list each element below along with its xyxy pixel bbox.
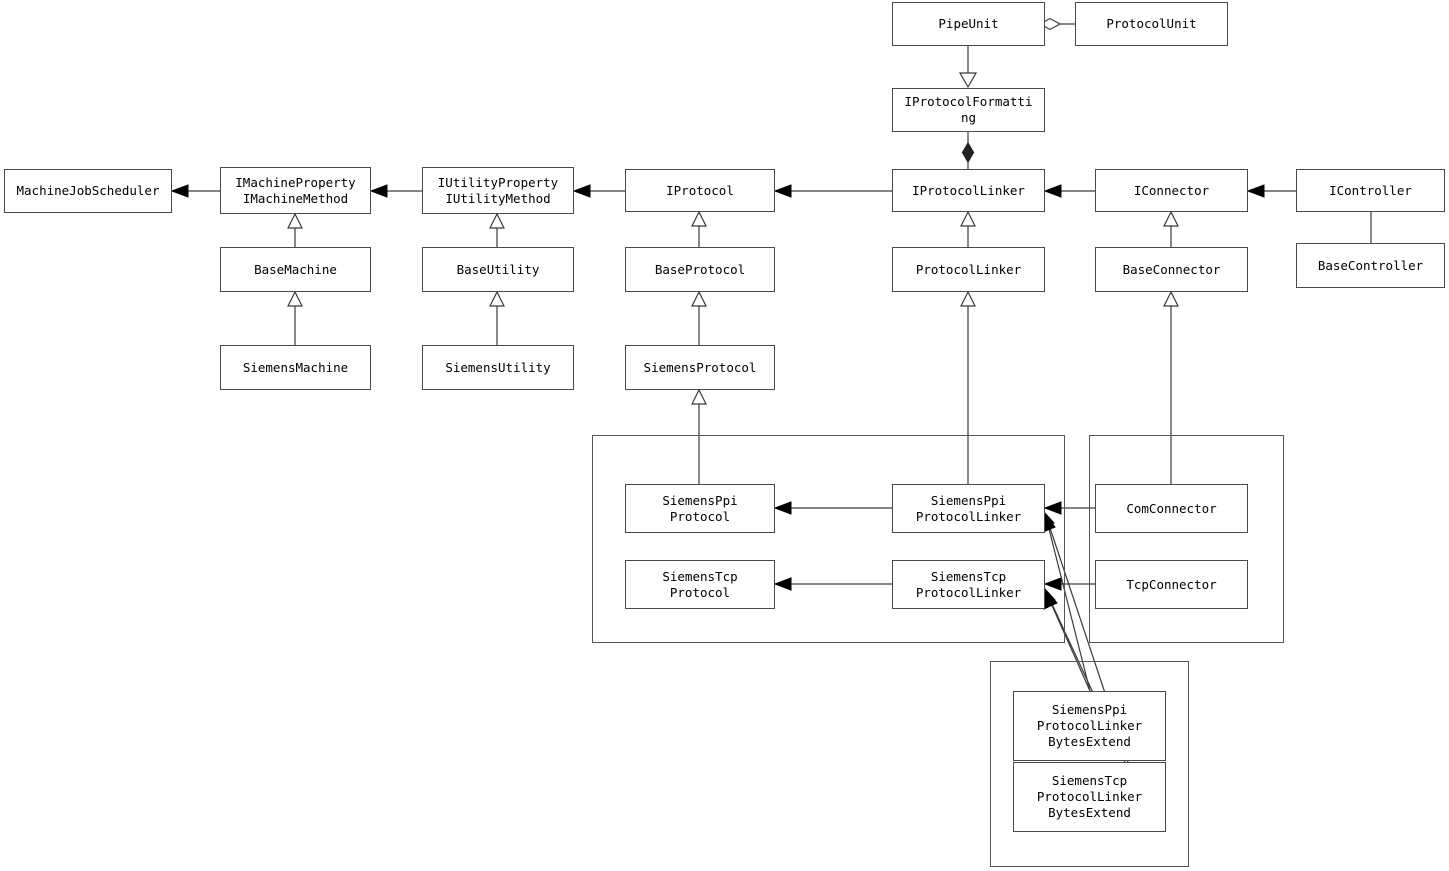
- class-node-base-protocol[interactable]: BaseProtocol: [625, 247, 775, 292]
- edge-basemachine-imachine: [287, 212, 303, 247]
- class-node-protocol-unit[interactable]: ProtocolUnit: [1075, 2, 1228, 46]
- edge-comconnector-baseconnector: [1163, 290, 1179, 484]
- edge-baseprotocol-iprotocol: [691, 210, 707, 247]
- class-node-base-connector[interactable]: BaseConnector: [1095, 247, 1248, 292]
- edge-tcplinker-tcpprotocol: [773, 577, 892, 591]
- class-node-base-machine[interactable]: BaseMachine: [220, 247, 371, 292]
- class-node-machine-job-scheduler[interactable]: MachineJobScheduler: [4, 169, 172, 213]
- class-node-pipe-unit[interactable]: PipeUnit: [892, 2, 1045, 46]
- class-node-iprotocol[interactable]: IProtocol: [625, 169, 775, 212]
- class-node-base-controller[interactable]: BaseController: [1296, 243, 1445, 288]
- class-node-siemens-tcp-linker[interactable]: SiemensTcp ProtocolLinker: [892, 560, 1045, 609]
- class-node-base-utility[interactable]: BaseUtility: [422, 247, 574, 292]
- class-node-siemens-ppi-linker-bytes[interactable]: SiemensPpi ProtocolLinker BytesExtend: [1013, 691, 1166, 761]
- class-node-siemens-ppi-linker[interactable]: SiemensPpi ProtocolLinker: [892, 484, 1045, 533]
- edge-ppilinker-protocollinker: [960, 290, 976, 484]
- class-node-siemens-machine[interactable]: SiemensMachine: [220, 345, 371, 390]
- edge-ppiprotocol-siemensprotocol: [691, 388, 707, 484]
- class-node-iconnector[interactable]: IConnector: [1095, 169, 1248, 212]
- edge-protocolunit-pipeunit: [1038, 17, 1075, 31]
- class-node-iprotocol-formatting[interactable]: IProtocolFormatti ng: [892, 88, 1045, 132]
- edge-protocollinker-iprotocollinker: [960, 210, 976, 247]
- class-node-com-connector[interactable]: ComConnector: [1095, 484, 1248, 533]
- edge-iprotocollinker-iprotocol: [773, 184, 892, 198]
- edge-siemensutility-baseutility: [489, 290, 505, 345]
- class-node-siemens-tcp-protocol[interactable]: SiemensTcp Protocol: [625, 560, 775, 609]
- edge-iconnector-iprotocollinker: [1043, 184, 1095, 198]
- class-node-icontroller[interactable]: IController: [1296, 169, 1445, 212]
- edge-icontroller-iconnector: [1246, 184, 1296, 198]
- edge-imachine-machinejobscheduler: [170, 184, 220, 198]
- edge-siemensprotocol-baseprotocol: [691, 290, 707, 345]
- class-node-siemens-ppi-protocol[interactable]: SiemensPpi Protocol: [625, 484, 775, 533]
- edge-ppilinker-ppiprotocol: [773, 501, 892, 515]
- class-node-tcp-connector[interactable]: TcpConnector: [1095, 560, 1248, 609]
- edge-comconnector-ppilinker: [1043, 501, 1095, 515]
- class-node-iprotocol-linker[interactable]: IProtocolLinker: [892, 169, 1045, 212]
- class-node-iutility-property[interactable]: IUtilityProperty IUtilityMethod: [422, 167, 574, 214]
- edge-siemensmachine-basemachine: [287, 290, 303, 345]
- class-node-imachine-property[interactable]: IMachineProperty IMachineMethod: [220, 167, 371, 214]
- class-node-siemens-tcp-linker-bytes[interactable]: SiemensTcp ProtocolLinker BytesExtend: [1013, 762, 1166, 832]
- class-node-protocol-linker[interactable]: ProtocolLinker: [892, 247, 1045, 292]
- edge-baseutility-iutility: [489, 212, 505, 247]
- edge-iprotocol-iutility: [572, 184, 625, 198]
- class-node-siemens-utility[interactable]: SiemensUtility: [422, 345, 574, 390]
- edge-iutility-imachine: [369, 184, 422, 198]
- edge-baseconnector-iconnector: [1163, 210, 1179, 247]
- edge-iprotocolformatting-iprotocollinker: [961, 132, 975, 169]
- class-node-siemens-protocol[interactable]: SiemensProtocol: [625, 345, 775, 390]
- edge-pipeunit-iprotocolformatting: [958, 46, 978, 89]
